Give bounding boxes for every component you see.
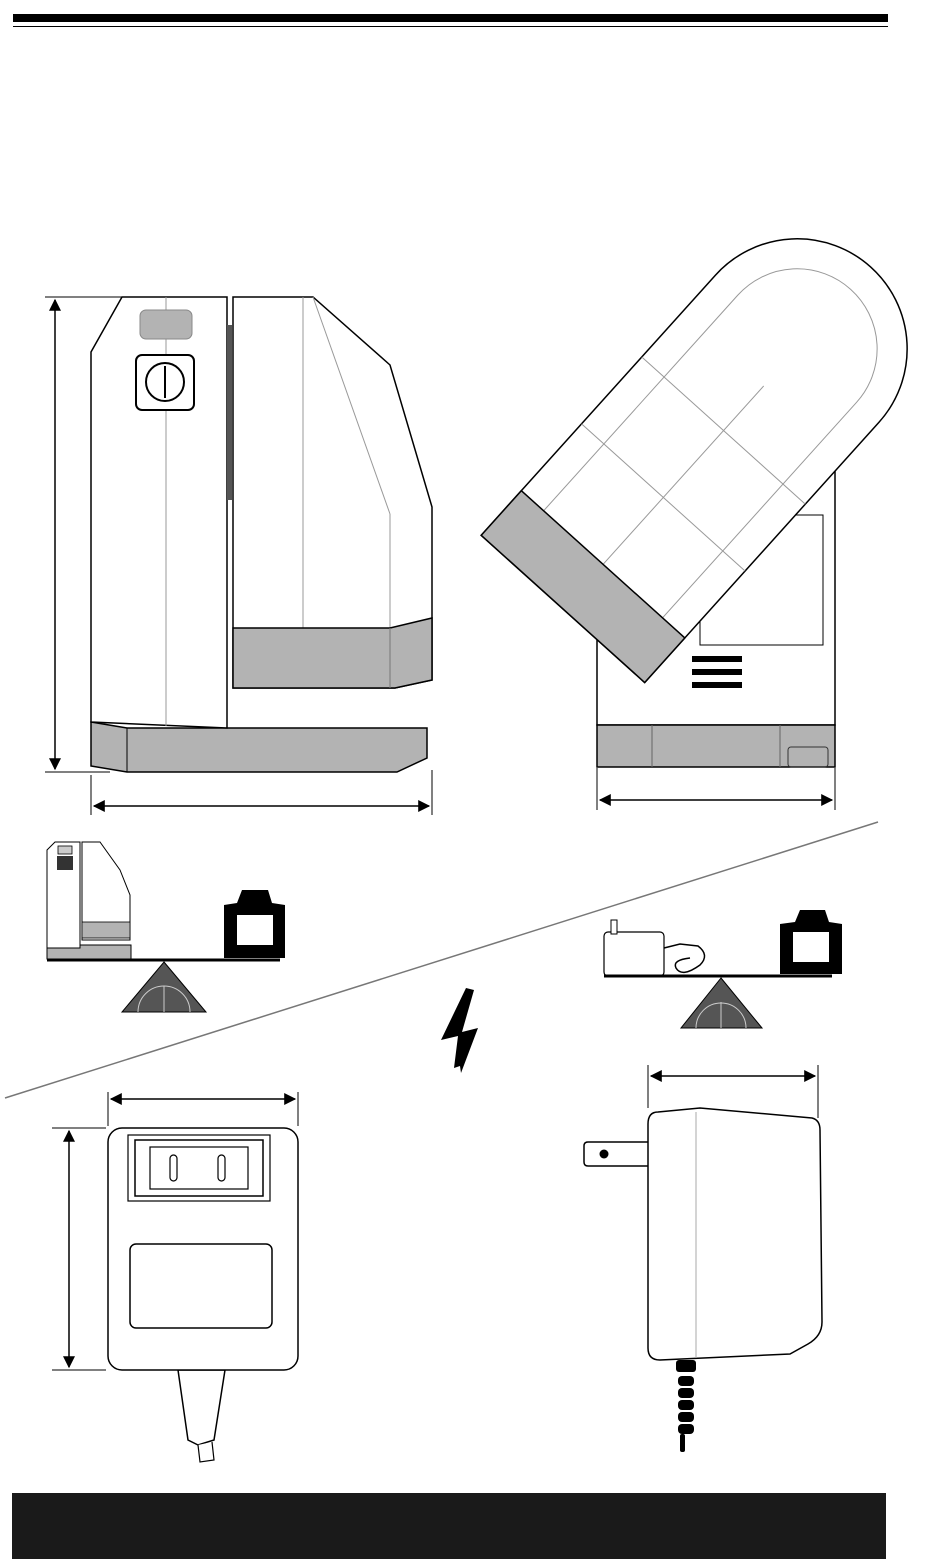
unit-side-view bbox=[45, 297, 432, 815]
weight-icon bbox=[780, 910, 842, 974]
unit-front-base bbox=[597, 725, 835, 767]
unit-base bbox=[91, 722, 427, 772]
plug-prong-icon bbox=[218, 1155, 225, 1181]
adapter-label-area bbox=[130, 1244, 272, 1328]
fulcrum-icon bbox=[681, 978, 762, 1028]
vent-icon bbox=[692, 656, 742, 688]
adapter-side-view bbox=[584, 1065, 822, 1452]
control-knob-icon bbox=[136, 355, 194, 410]
coiled-cord-icon bbox=[676, 1360, 696, 1452]
weight-icon bbox=[224, 890, 285, 958]
indicator-light bbox=[140, 310, 192, 339]
unit-front-view-tilted bbox=[481, 193, 950, 810]
balance-scale-adapter bbox=[604, 910, 842, 1028]
balance-scale-unit bbox=[47, 842, 285, 1012]
adapter-side-body bbox=[648, 1108, 822, 1360]
footer-bar bbox=[12, 1493, 886, 1559]
plug-prong-icon bbox=[170, 1155, 177, 1181]
fulcrum-icon bbox=[122, 962, 206, 1012]
lightning-icon bbox=[441, 988, 478, 1073]
adapter-front-view bbox=[52, 1092, 298, 1462]
